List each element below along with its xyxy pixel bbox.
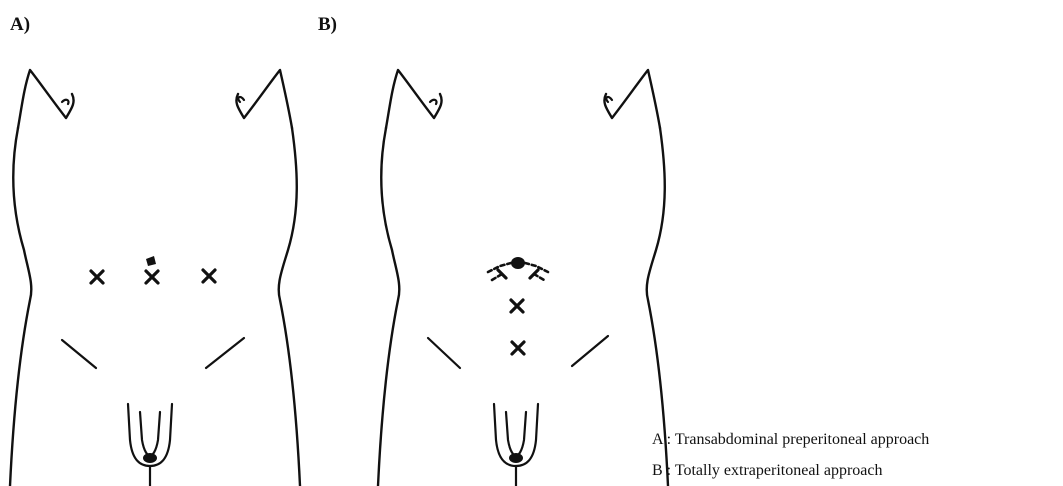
genitalia [128,404,172,486]
umbilical-port [146,256,156,266]
torso-figure-b [368,0,678,486]
inguinal-line-right [572,336,608,366]
nipple-left [62,100,69,104]
port-mark-lower [512,342,524,354]
panel-label-b: B) [318,14,337,36]
port-mark-right [203,270,215,282]
nipple-left [430,100,437,104]
legend-item-a: A : Transabdominal preperitoneal approac… [652,424,929,455]
inguinal-line-left [62,340,96,368]
port-mark-left [91,271,103,283]
inguinal-line-right [206,338,244,368]
nipple-right [238,97,244,102]
umbilical-port [488,257,548,280]
inguinal-line-left [428,338,460,368]
torso-figure-a [0,0,310,486]
nipple-right [606,97,612,102]
legend-item-b: B : Totally extraperitoneal approach [652,455,929,486]
torso-outline [378,70,668,486]
legend: A : Transabdominal preperitoneal approac… [652,424,929,486]
genitalia [494,404,538,486]
port-mark-upper [511,300,523,312]
port-mark-center [146,271,158,283]
